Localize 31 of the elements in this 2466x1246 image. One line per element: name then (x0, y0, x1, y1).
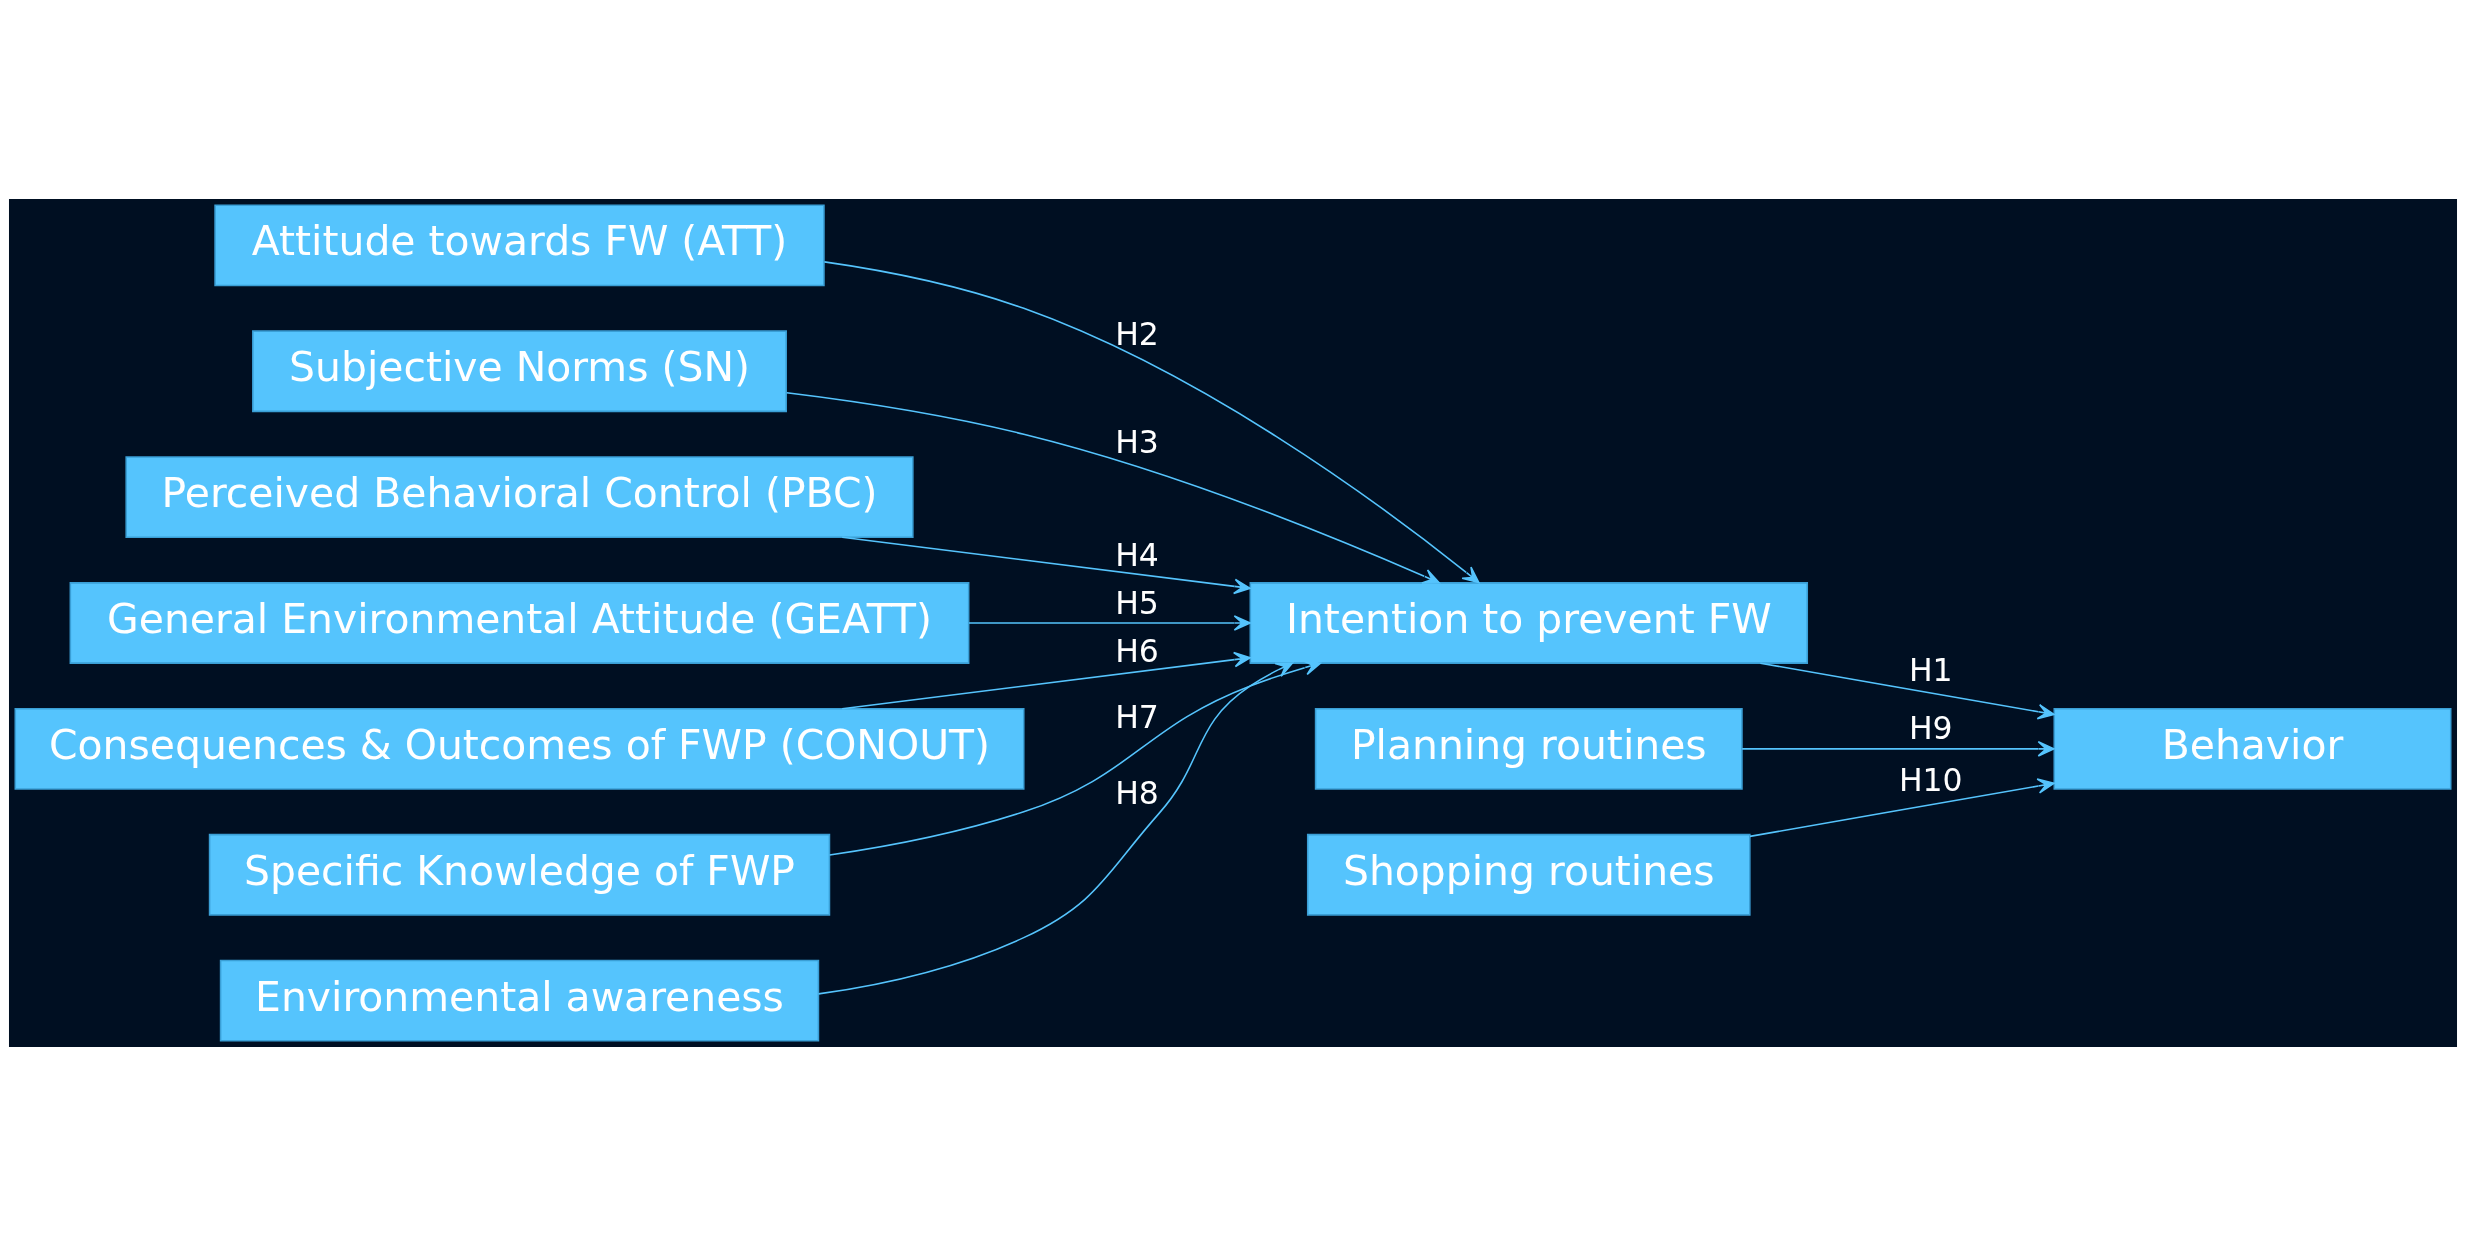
node-box: Perceived Behavioral Control (PBC) (125, 456, 914, 539)
node-box: General Environmental Attitude (GEATT) (69, 582, 970, 664)
arrow (817, 662, 1294, 995)
node-box: Environmental awareness (219, 959, 820, 1042)
arrow (1749, 778, 2055, 838)
edge-label: H9 (1908, 710, 1953, 747)
edge-label: H7 (1115, 699, 1159, 736)
node-box: Consequences & Outcomes of FWP (CONOUT) (14, 707, 1025, 790)
edge-label: H3 (1115, 424, 1159, 461)
node-box: Shopping routines (1306, 833, 1751, 916)
edge-label: H2 (1115, 315, 1159, 352)
arrow (841, 651, 1251, 710)
arrow (1759, 662, 2055, 720)
arrow (828, 659, 1322, 856)
arrow (785, 392, 1440, 584)
edge-label: H6 (1115, 633, 1159, 670)
node-box: Attitude towards FW (ATT) (214, 204, 825, 287)
edge-label: H4 (1115, 537, 1159, 574)
edge-label: H8 (1115, 774, 1159, 811)
node-box: Planning routines (1314, 707, 1743, 790)
node-box: Subjective Norms (SN) (252, 330, 787, 413)
node-box: Intention to prevent FW (1249, 582, 1809, 664)
arrow (968, 615, 1251, 631)
node-box: Specific Knowledge of FWP (208, 833, 831, 916)
arrow (1741, 741, 2055, 757)
node-box: Behavior (2053, 707, 2452, 790)
arrow (841, 536, 1251, 595)
arrow (823, 261, 1480, 584)
edge-label: H10 (1898, 762, 1963, 799)
edge-label: H1 (1908, 652, 1953, 689)
edge-label: H5 (1115, 584, 1159, 621)
